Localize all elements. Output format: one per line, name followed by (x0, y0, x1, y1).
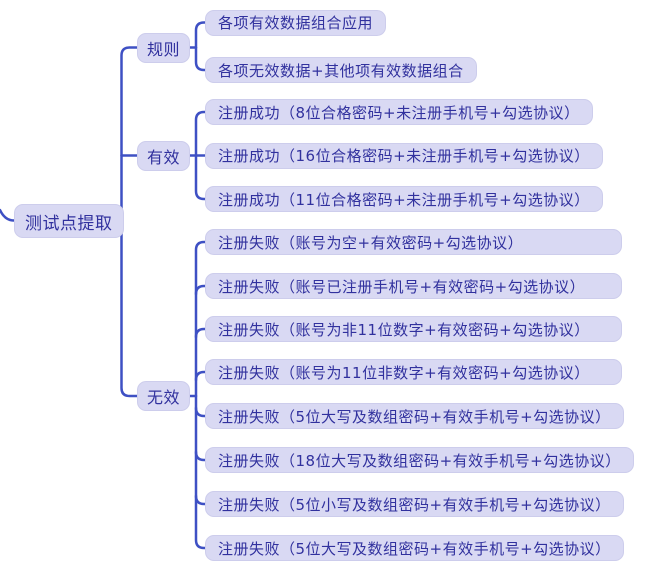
branch-node-rule[interactable]: 规则 (137, 32, 191, 63)
leaf-node[interactable]: 注册失败（账号为空+有效密码+勾选协议） (205, 229, 622, 255)
root-node[interactable]: 测试点提取 (14, 204, 124, 238)
edge-trunk-invalid (120, 219, 139, 398)
leaf-node[interactable]: 注册失败（5位大写及数组密码+有效手机号+勾选协议） (205, 403, 624, 429)
leaf-node[interactable]: 注册失败（账号已注册手机号+有效密码+勾选协议） (205, 273, 622, 299)
leaf-node[interactable]: 各项有效数据组合应用 (205, 9, 387, 36)
edge-invalid-r8 (194, 327, 208, 339)
leaf-node[interactable]: 注册失败（18位大写及数组密码+有效手机号+勾选协议） (205, 447, 634, 473)
edge-invalid-children (194, 240, 208, 550)
edge-rule-children (194, 21, 208, 72)
leaf-node[interactable]: 注册成功（16位合格密码+未注册手机号+勾选协议） (205, 142, 603, 169)
edge-invalid-r9 (194, 370, 208, 382)
leaf-node[interactable]: 注册失败（账号为11位非数字+有效密码+勾选协议） (205, 359, 622, 385)
edge-invalid-r11 (194, 450, 208, 462)
edge-invalid-r10 (194, 406, 208, 418)
edge-trunk-rule (120, 46, 139, 222)
edge-left-stub (0, 208, 16, 222)
branch-node-invalid[interactable]: 无效 (137, 381, 191, 411)
leaf-node[interactable]: 各项无效数据+其他项有效数据组合 (205, 57, 477, 83)
leaf-node[interactable]: 注册成功（11位合格密码+未注册手机号+勾选协议） (205, 186, 603, 212)
leaf-node[interactable]: 注册失败（5位大写及数组密码+有效手机号+勾选协议） (205, 535, 624, 561)
leaf-node[interactable]: 注册成功（8位合格密码+未注册手机号+勾选协议） (205, 99, 593, 125)
branch-node-valid[interactable]: 有效 (137, 140, 191, 171)
edge-invalid-r7 (194, 284, 208, 296)
edge-invalid-r12 (194, 494, 208, 506)
leaf-node[interactable]: 注册失败（5位小写及数组密码+有效手机号+勾选协议） (205, 491, 624, 517)
leaf-node[interactable]: 注册失败（账号为非11位数字+有效密码+勾选协议） (205, 316, 622, 342)
edge-valid-children (194, 110, 208, 201)
